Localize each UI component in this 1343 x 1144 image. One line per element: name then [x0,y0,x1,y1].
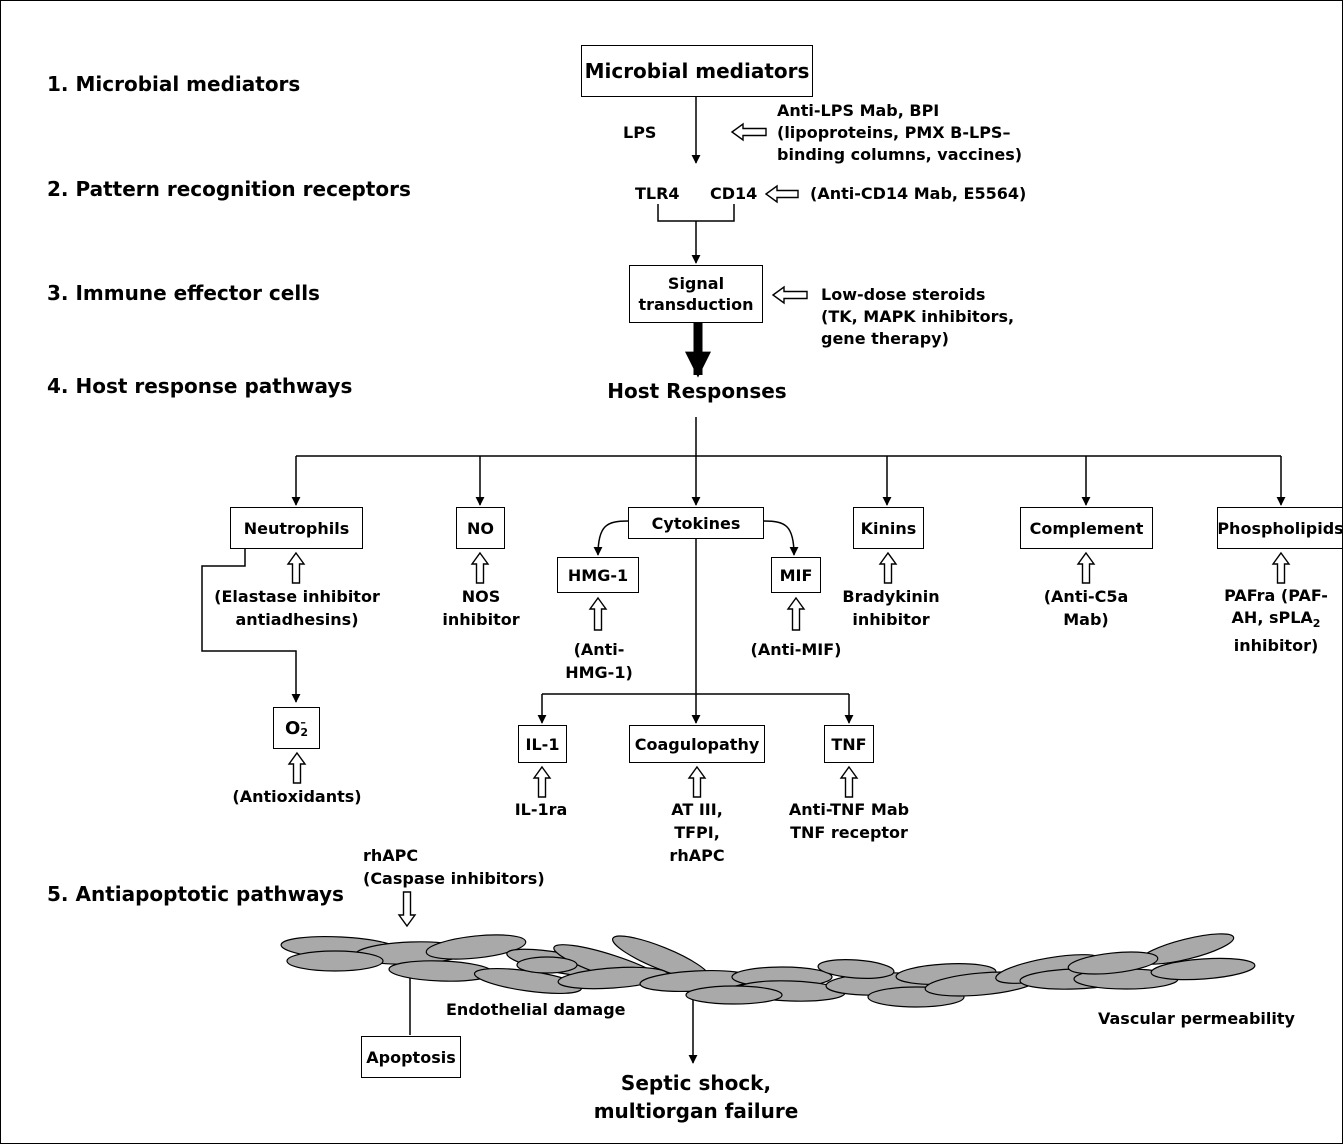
hollow-arrow-o2 [287,751,307,784]
tlr4-label: TLR4 [635,184,680,203]
endothelial-damage-label: Endothelial damage [446,1000,626,1019]
endothelial-cell [817,959,895,979]
hollow-arrow-complement [1076,551,1096,584]
endothelial-cell [516,956,578,974]
step-label-5: 5. Antiapoptotic pathways [47,882,344,906]
superoxide-base: O [285,717,301,739]
septic-shock-label: Septic shock, multiorgan failure [593,1071,799,1123]
hollow-arrow-no [470,551,490,584]
no-inhibitor-label: NOS inhibitor [442,587,520,629]
superoxide-charge: –2 [300,716,308,739]
no-box: NO [456,507,505,549]
endothelial-cell [286,950,384,972]
superoxide-sub: 2 [300,726,308,739]
phospholipids-inhibitor-line2-text: AH, sPLA [1231,608,1313,627]
signal-transduction-box: Signal transduction [629,265,763,323]
lps-inhibitor-label: Anti-LPS Mab, BPI (lipoproteins, PMX B-L… [777,101,1023,164]
phospholipids-inhibitor-sub: 2 [1312,617,1321,631]
neutrophils-inhibitor-label: (Elastase inhibitor antiadhesins) [214,587,380,629]
coagulopathy-box: Coagulopathy [629,725,765,763]
mif-box: MIF [771,557,821,593]
hollow-arrow-tnf [839,765,859,798]
superoxide-box: O–2 [273,707,320,749]
hollow-arrow-hmg1 [588,596,608,631]
il1-inhibitor-label: IL-1ra [514,800,568,819]
vascular-permeability-label: Vascular permeability [1098,1009,1295,1028]
signal-inhibitor-label: Low-dose steroids (TK, MAPK inhibitors, … [821,285,1015,348]
phospholipids-inhibitor-line3: inhibitor) [1233,636,1319,656]
hollow-arrow-apoptosis [397,891,417,928]
apoptosis-box: Apoptosis [361,1036,461,1078]
o2-inhibitor-label: (Antioxidants) [232,787,362,806]
phospholipids-inhibitor-line2: AH, sPLA2 [1213,607,1339,635]
cytokines-box: Cytokines [628,507,764,539]
neutrophils-box: Neutrophils [230,507,363,549]
complement-inhibitor-label: (Anti-C5a Mab) [1043,587,1129,629]
hollow-arrow-cd14 [764,184,799,204]
cd14-label: CD14 [710,184,758,203]
step-label-4: 4. Host response pathways [47,374,353,398]
microbial-mediators-box: Microbial mediators [581,45,813,97]
lps-label: LPS [623,123,657,142]
complement-box: Complement [1020,507,1153,549]
coagulopathy-inhibitor-label: AT III, TFPI, rhAPC [669,800,725,865]
hollow-arrow-coagulopathy [687,765,707,798]
arrow-cytokines-to-hmg1 [593,520,629,556]
step-label-3: 3. Immune effector cells [47,281,320,305]
step-label-1: 1. Microbial mediators [47,72,301,96]
hollow-arrow-kinins [878,551,898,584]
hollow-arrow-phospholipids [1271,551,1291,584]
hollow-arrow-il1 [532,765,552,798]
endothelial-cell [685,985,783,1005]
cd14-inhibitor-label: (Anti-CD14 Mab, E5564) [810,184,1027,203]
receptor-bracket [657,204,735,222]
endothelial-cell [1067,951,1159,975]
hmg1-inhibitor-label: (Anti- HMG-1) [565,640,633,682]
arrow-neutrophils-to-o2 [201,549,301,703]
tnf-box: TNF [824,725,874,763]
hollow-arrow-signal [771,285,808,305]
il1-box: IL-1 [518,725,567,763]
kinins-inhibitor-label: Bradykinin inhibitor [842,587,940,629]
endothelial-cell [1150,957,1256,981]
kinins-box: Kinins [853,507,924,549]
phospholipids-box: Phospholipids [1217,507,1342,549]
arrow-cytokines-to-mif [763,520,799,556]
tnf-inhibitor-label: Anti-TNF Mab TNF receptor [788,800,910,842]
mif-inhibitor-label: (Anti-MIF) [750,640,842,659]
host-responses-label: Host Responses [607,379,787,403]
superoxide-sup: – [300,716,306,729]
endothelial-cell [425,934,527,960]
endothelial-cell-layer [280,933,1256,1008]
apoptosis-inhibitor-label: rhAPC (Caspase inhibitors) [363,846,545,888]
phospholipids-inhibitor-label: PAFra (PAF- AH, sPLA2 inhibitor) [1213,585,1339,657]
step-label-2: 2. Pattern recognition receptors [47,177,411,201]
hollow-arrow-mif [786,596,806,631]
hollow-arrow-neutrophils [286,551,306,584]
hollow-arrow-lps [730,122,767,142]
phospholipids-inhibitor-line1: PAFra (PAF- [1224,586,1328,605]
hmg1-box: HMG-1 [557,557,639,593]
